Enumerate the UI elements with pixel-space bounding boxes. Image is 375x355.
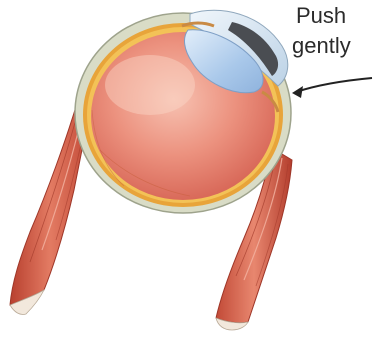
callout-label-line1: Push [296,3,346,29]
curved-arrow-icon [292,78,372,98]
eyeball [75,10,291,213]
callout-label-line2: gently [292,33,351,59]
